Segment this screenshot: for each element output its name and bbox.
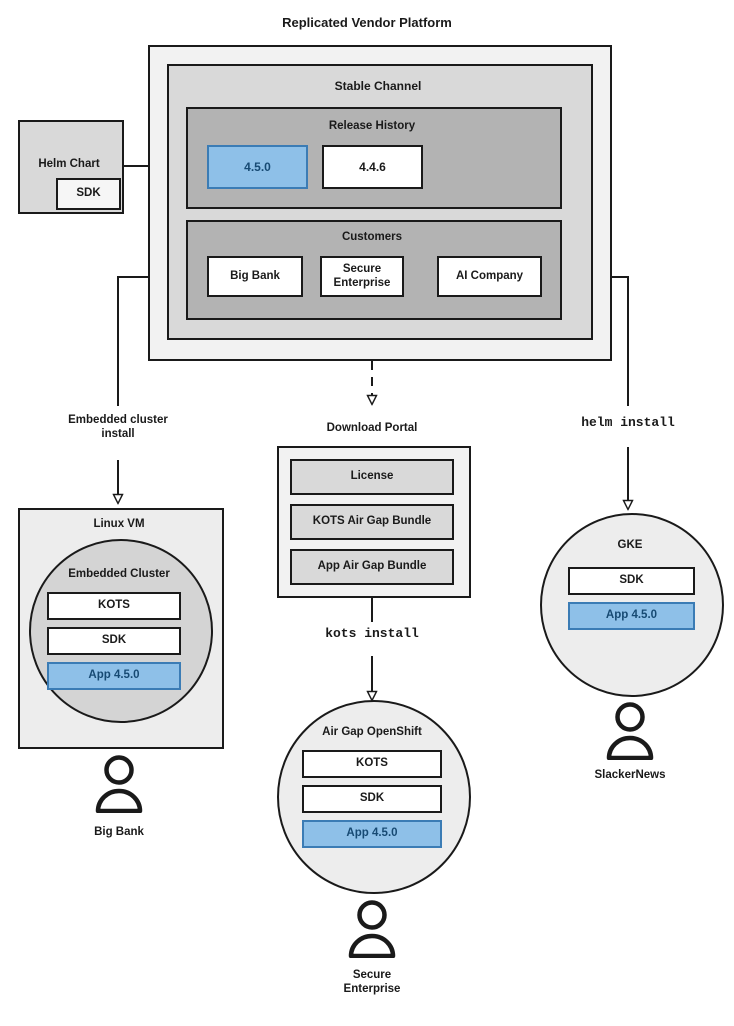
user-label-big-bank: Big Bank <box>94 826 144 838</box>
release-4-4-6[interactable]: 4.4.6 <box>322 145 423 189</box>
download-portal-artifact-license[interactable]: License <box>290 459 454 495</box>
target-gke-label: GKE <box>617 539 643 551</box>
customer-ai-company[interactable]: AI Company <box>437 256 542 297</box>
target-linux-vm-label: Linux VM <box>93 518 145 530</box>
linux-vm-component-sdk[interactable]: SDK <box>47 627 181 655</box>
edge-label-helm-install: helm install <box>581 415 675 430</box>
target-air-gap-openshift-label: Air Gap OpenShift <box>322 726 422 738</box>
edge-label-kots-install: kots install <box>325 626 419 641</box>
linux-vm-component-kots[interactable]: KOTS <box>47 592 181 620</box>
user-label-slackernews: SlackerNews <box>594 769 666 781</box>
stable-channel-label: Stable Channel <box>334 79 422 93</box>
openshift-component-sdk[interactable]: SDK <box>302 785 442 813</box>
openshift-component-app[interactable]: App 4.5.0 <box>302 820 442 848</box>
openshift-component-kots[interactable]: KOTS <box>302 750 442 778</box>
user-icon-slackernews <box>603 702 657 761</box>
download-portal-label: Download Portal <box>326 422 418 434</box>
release-4-5-0[interactable]: 4.5.0 <box>207 145 308 189</box>
download-portal-artifact-kots-air-gap-bundle[interactable]: KOTS Air Gap Bundle <box>290 504 454 540</box>
helm-chart-label: Helm Chart <box>38 158 100 170</box>
page-title: Replicated Vendor Platform <box>282 15 452 30</box>
user-icon-big-bank <box>92 755 146 814</box>
release-history-label: Release History <box>328 120 416 132</box>
user-label-secure-enterprise: Secure Enterprise <box>343 969 401 996</box>
customer-big-bank[interactable]: Big Bank <box>207 256 303 297</box>
customers-label: Customers <box>341 231 403 243</box>
gke-component-app[interactable]: App 4.5.0 <box>568 602 695 630</box>
download-portal-artifact-app-air-gap-bundle[interactable]: App Air Gap Bundle <box>290 549 454 585</box>
linux-vm-component-app[interactable]: App 4.5.0 <box>47 662 181 690</box>
customer-secure-enterprise[interactable]: Secure Enterprise <box>320 256 404 297</box>
edge-label-embedded-cluster-install: Embedded cluster install <box>68 414 168 441</box>
helm-chart-sdk[interactable]: SDK <box>56 178 121 210</box>
gke-component-sdk[interactable]: SDK <box>568 567 695 595</box>
user-icon-secure-enterprise <box>345 900 399 959</box>
embedded-cluster-label: Embedded Cluster <box>68 568 170 580</box>
